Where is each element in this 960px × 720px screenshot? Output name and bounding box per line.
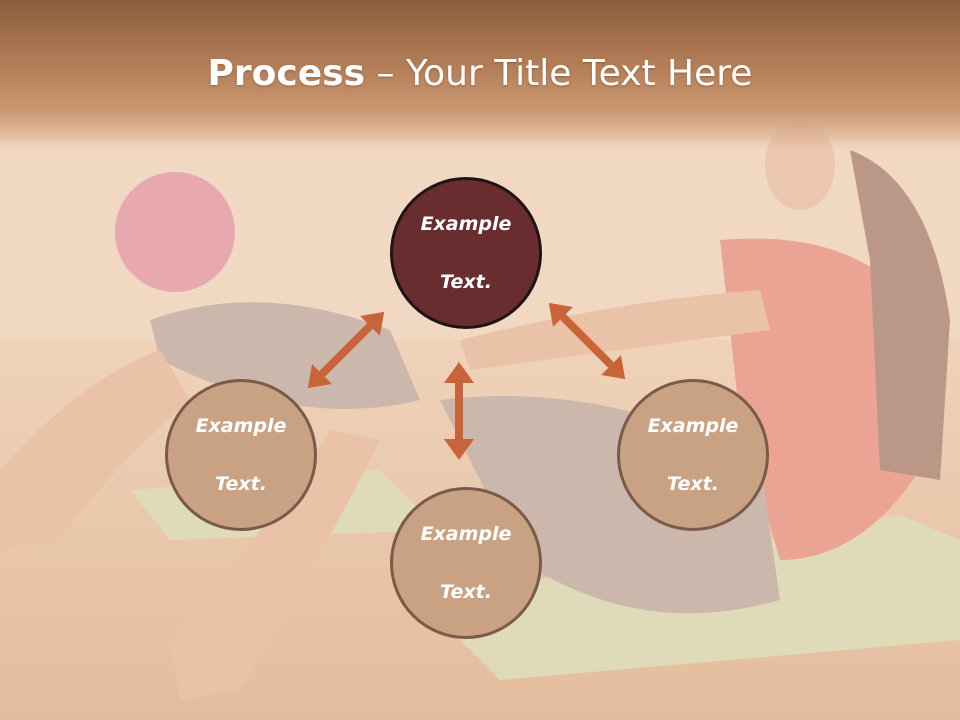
node-right-line1: Example <box>647 414 739 437</box>
title-band <box>0 0 960 150</box>
slide-title: Process – Your Title Text Here <box>0 52 960 96</box>
node-right-line2: Text. <box>667 472 719 495</box>
arrow-top-left <box>307 311 385 389</box>
node-left-line2: Text. <box>215 472 267 495</box>
node-bottom-line1: Example <box>420 522 512 545</box>
node-center-line2: Text. <box>440 270 492 293</box>
title-bold: Process <box>207 53 366 94</box>
title-rest: – Your Title Text Here <box>365 53 753 94</box>
node-center-line1: Example <box>420 212 512 235</box>
node-bottom-line2: Text. <box>440 580 492 603</box>
arrow-vertical <box>444 362 474 460</box>
arrow-top-right <box>548 302 626 380</box>
node-left-line1: Example <box>195 414 287 437</box>
